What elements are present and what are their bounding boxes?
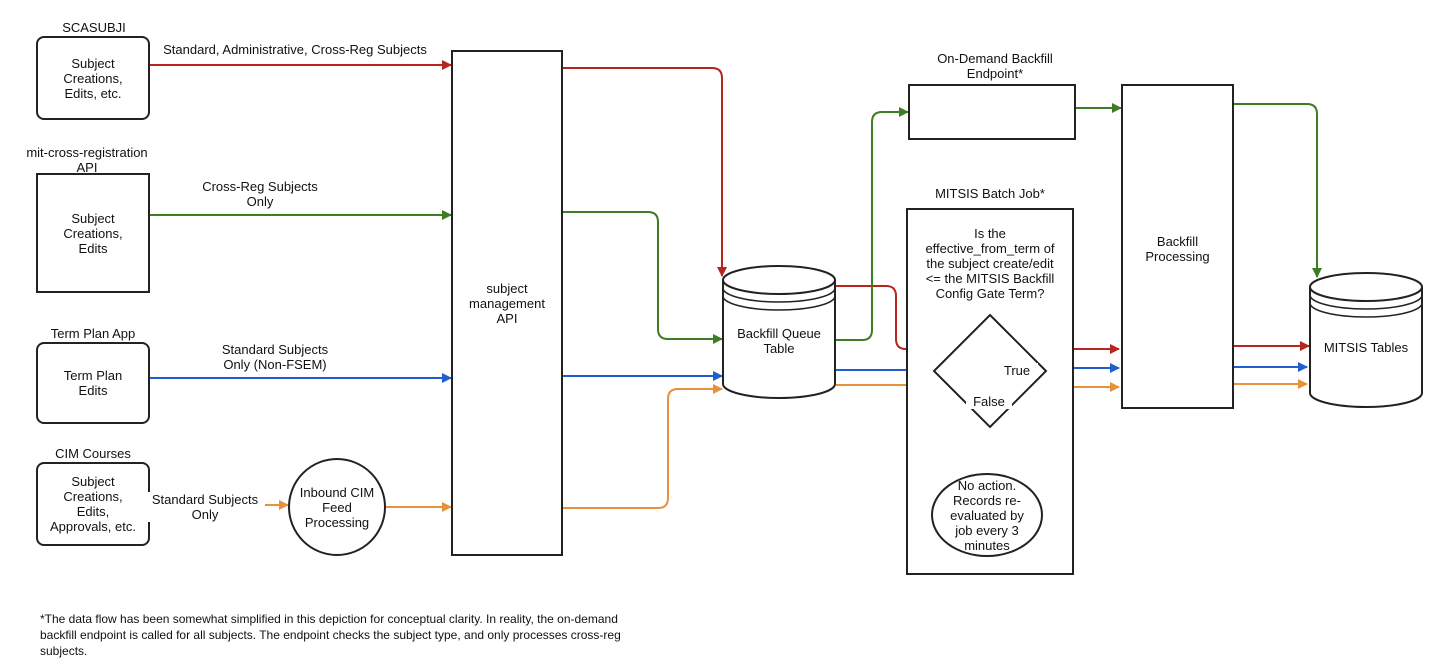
- on-demand-title: On-Demand Backfill Endpoint*: [937, 51, 1053, 81]
- cim-body: Subject Creations, Edits, Approvals, etc…: [50, 474, 136, 534]
- batch-job-question: Is the effective_from_term of the subjec…: [925, 226, 1055, 301]
- term-plan-box: Term Plan Edits: [36, 342, 150, 424]
- subject-api-box: subject management API: [451, 50, 563, 556]
- true-label: True: [996, 363, 1038, 378]
- inbound-cim-node: Inbound CIM Feed Processing: [288, 458, 386, 556]
- edge-queue-to-ondemand: [836, 107, 909, 341]
- edge-label-term-plan: Standard Subjects Only (Non-FSEM): [221, 342, 329, 372]
- edge-api-to-queue-red: [563, 67, 727, 277]
- no-action-label: No action. Records re- evaluated by job …: [950, 477, 1024, 553]
- term-plan-body: Term Plan Edits: [63, 368, 123, 398]
- backfill-queue-label: Backfill Queue Table: [737, 326, 821, 356]
- backfill-processing-box: Backfill Processing: [1121, 84, 1234, 409]
- cim-title: CIM Courses: [55, 446, 131, 461]
- cross-reg-title: mit-cross-registration API: [26, 145, 148, 175]
- edge-label-cross-reg: Cross-Reg Subjects Only: [202, 179, 318, 209]
- edge-label-scasubji: Standard, Administrative, Cross-Reg Subj…: [163, 42, 427, 57]
- on-demand-box: [908, 84, 1076, 140]
- edge-backfill-to-tables-green: [1234, 103, 1322, 278]
- batch-job-title: MITSIS Batch Job*: [935, 186, 1045, 201]
- mitsis-tables-cylinder: [1309, 272, 1423, 408]
- cim-box: Subject Creations, Edits, Approvals, etc…: [36, 462, 150, 546]
- edge-queue-to-diamond-red: [836, 285, 956, 354]
- footnote: *The data flow has been somewhat simplif…: [40, 612, 621, 658]
- scasubji-title: SCASUBJI: [62, 20, 126, 35]
- edge-api-to-queue-orange: [563, 384, 723, 509]
- scasubji-body: Subject Creations, Edits, etc.: [63, 55, 123, 101]
- edge-api-to-queue-green: [563, 211, 723, 344]
- subject-api-label: subject management API: [469, 280, 545, 326]
- backfill-queue-cylinder: [722, 265, 836, 399]
- inbound-cim-label: Inbound CIM Feed Processing: [299, 484, 375, 530]
- decision-diamond: [932, 313, 1048, 429]
- mitsis-tables-label: MITSIS Tables: [1323, 340, 1409, 355]
- cross-reg-body: Subject Creations, Edits: [63, 210, 123, 256]
- edge-label-cim: Standard Subjects Only: [145, 492, 265, 522]
- false-label: False: [966, 394, 1012, 409]
- no-action-node: No action. Records re- evaluated by job …: [931, 473, 1043, 557]
- term-plan-title: Term Plan App: [50, 326, 136, 341]
- cross-reg-box: Subject Creations, Edits: [36, 173, 150, 293]
- backfill-processing-label: Backfill Processing: [1145, 234, 1210, 264]
- scasubji-box: Subject Creations, Edits, etc.: [36, 36, 150, 120]
